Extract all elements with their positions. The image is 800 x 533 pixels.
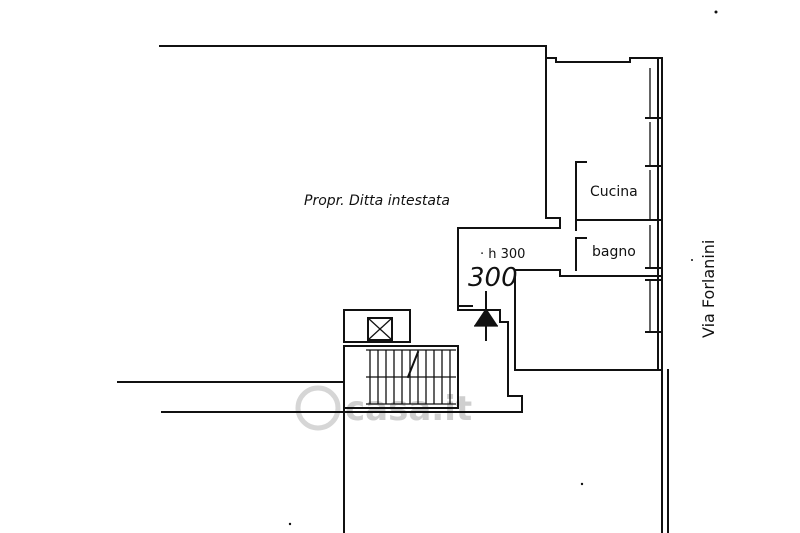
kitchen-label: Cucina	[590, 184, 638, 200]
right-wall-windows	[645, 68, 663, 333]
room-partitions	[575, 161, 647, 271]
entrance-symbol	[474, 291, 498, 341]
corridor-walls	[457, 227, 523, 413]
handwritten-height: 300	[468, 263, 518, 293]
scan-specks	[288, 10, 718, 526]
height-label: · h 300	[480, 247, 525, 262]
stair-core	[343, 309, 459, 409]
street-label: Via Forlanini	[699, 240, 718, 338]
bathroom-label: bagno	[592, 244, 636, 260]
lower-walls	[117, 381, 523, 533]
outer-walls	[159, 45, 669, 533]
owner-label: Propr. Ditta intestata	[304, 193, 450, 209]
